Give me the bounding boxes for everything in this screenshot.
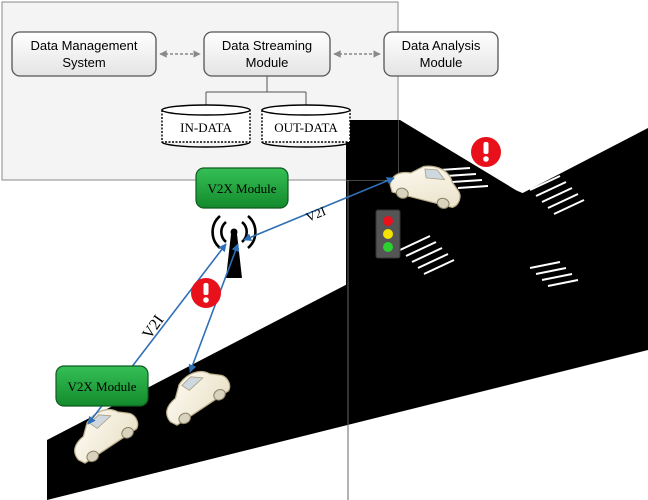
out-data-storage: OUT-DATA [261, 104, 351, 148]
v2i-link-middle [188, 243, 240, 373]
data-management-label-line1: Data Management [31, 38, 138, 53]
data-analysis-label-line2: Module [420, 55, 463, 70]
v2x-module-bottom-label: V2X Module [68, 379, 137, 394]
alert-icon-link [191, 278, 221, 308]
crosswalk-stripes [399, 167, 585, 287]
v2x-module-top-label: V2X Module [208, 181, 277, 196]
v2x-module-bottom: V2X Module [55, 365, 149, 407]
data-system-panel: Data Management System Data Streaming Mo… [1, 1, 499, 181]
traffic-light-icon [375, 209, 401, 259]
data-analysis-box: Data Analysis Module [383, 31, 499, 77]
in-data-storage: IN-DATA [161, 104, 251, 148]
alert-icon [471, 137, 501, 167]
antenna-tower-icon [211, 215, 257, 278]
v2x-module-top: V2X Module [195, 167, 289, 209]
data-streaming-box: Data Streaming Module [203, 31, 331, 77]
data-management-label-line2: System [62, 55, 105, 70]
out-data-label: OUT-DATA [274, 120, 338, 135]
data-management-box: Data Management System [11, 31, 157, 77]
v2i-label-left: V2I [139, 312, 167, 342]
v2i-label-right: V2I [304, 203, 328, 224]
in-data-label: IN-DATA [180, 120, 232, 135]
streaming-storage-connector [205, 76, 307, 106]
data-streaming-label-line1: Data Streaming [222, 38, 312, 53]
data-streaming-label-line2: Module [246, 55, 289, 70]
v2i-link-right [243, 177, 395, 241]
data-analysis-label-line1: Data Analysis [402, 38, 481, 53]
